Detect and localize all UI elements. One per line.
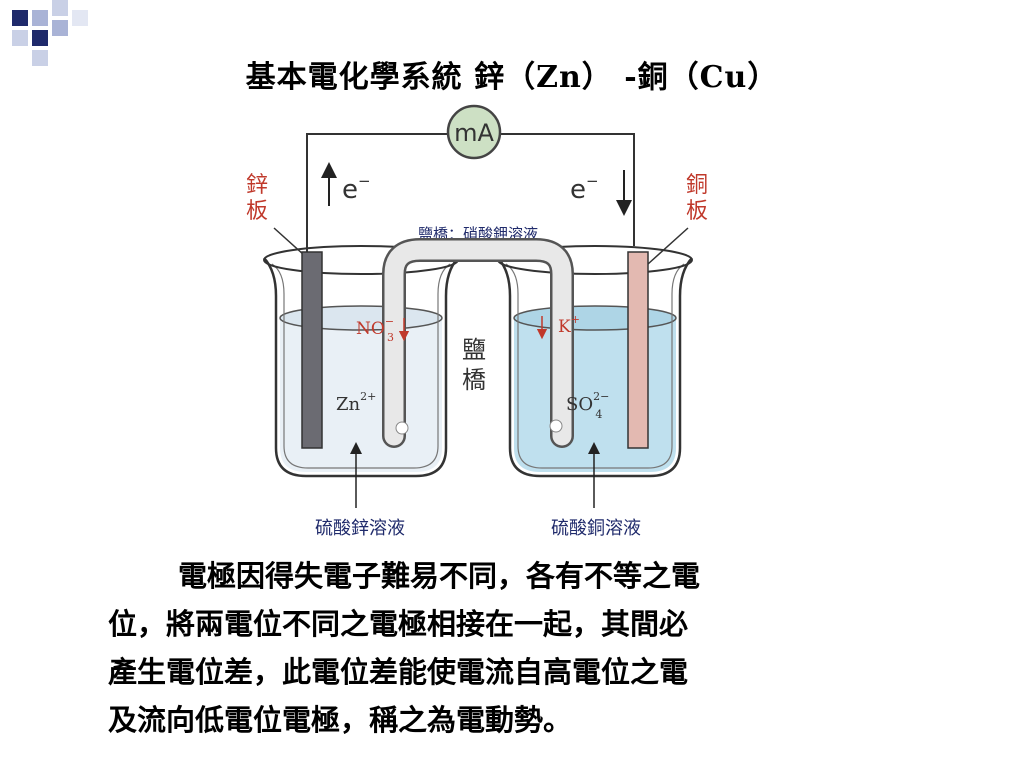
corner-square bbox=[32, 30, 48, 46]
paragraph-line: 電極因得失電子難易不同，各有不等之電 bbox=[178, 559, 701, 593]
electron-label-right: e− bbox=[570, 172, 599, 205]
right-beaker bbox=[497, 245, 693, 478]
corner-square bbox=[72, 10, 88, 26]
copper-plate-pointer bbox=[647, 227, 689, 265]
explanation-paragraph: 電極因得失電子難易不同，各有不等之電 位，將兩電位不同之電極相接在一起，其間必 … bbox=[108, 552, 908, 744]
paragraph-line: 位，將兩電位不同之電極相接在一起，其間必 bbox=[108, 607, 689, 641]
corner-square bbox=[32, 50, 48, 66]
salt-bridge-label: 橋 bbox=[462, 366, 486, 394]
left-beaker bbox=[263, 245, 459, 478]
salt-bridge-label: 鹽 bbox=[462, 336, 486, 364]
copper-plate-label: 板 bbox=[686, 199, 708, 224]
right-solution-label: 硫酸銅溶液 bbox=[551, 518, 641, 539]
zinc-plate-label: 板 bbox=[246, 199, 268, 224]
electron-label-left: e− bbox=[342, 172, 371, 205]
potassium-ion-label: K+ bbox=[558, 313, 580, 337]
copper-plate-label: 銅 bbox=[686, 173, 708, 198]
salt-bridge-tube bbox=[382, 238, 574, 448]
cotton-plug bbox=[549, 419, 563, 433]
ammeter: mA bbox=[446, 104, 502, 160]
zinc-plate bbox=[301, 251, 323, 449]
zinc-plate-label: 鋅 bbox=[246, 173, 268, 198]
slide-title: 基本電化學系統 鋅（Zn） -銅（Cu） bbox=[245, 60, 779, 95]
paragraph-line: 產生電位差，此電位差能使電流自高電位之電 bbox=[108, 655, 689, 689]
corner-square bbox=[12, 10, 28, 26]
corner-square bbox=[12, 30, 28, 46]
ammeter-label: mA bbox=[454, 119, 494, 147]
copper-plate bbox=[627, 251, 649, 449]
corner-square bbox=[52, 0, 68, 16]
cotton-plug bbox=[395, 421, 409, 435]
left-solution-label: 硫酸鋅溶液 bbox=[315, 518, 405, 539]
circuit-wire bbox=[306, 133, 635, 261]
corner-square bbox=[32, 10, 48, 26]
electrochemical-cell-diagram: mA e− e− 鋅 板 銅 板 鹽橋：硝酸鉀溶液 鹽 橋 NO−3 bbox=[246, 104, 708, 539]
zinc-ion-label: Zn2+ bbox=[336, 390, 376, 415]
paragraph-line: 及流向低電位電極，稱之為電動勢。 bbox=[108, 703, 573, 737]
sulfate-ion-label: SO2−4 bbox=[566, 390, 609, 421]
nitrate-ion-label: NO−3 bbox=[356, 315, 394, 344]
corner-square bbox=[52, 20, 68, 36]
